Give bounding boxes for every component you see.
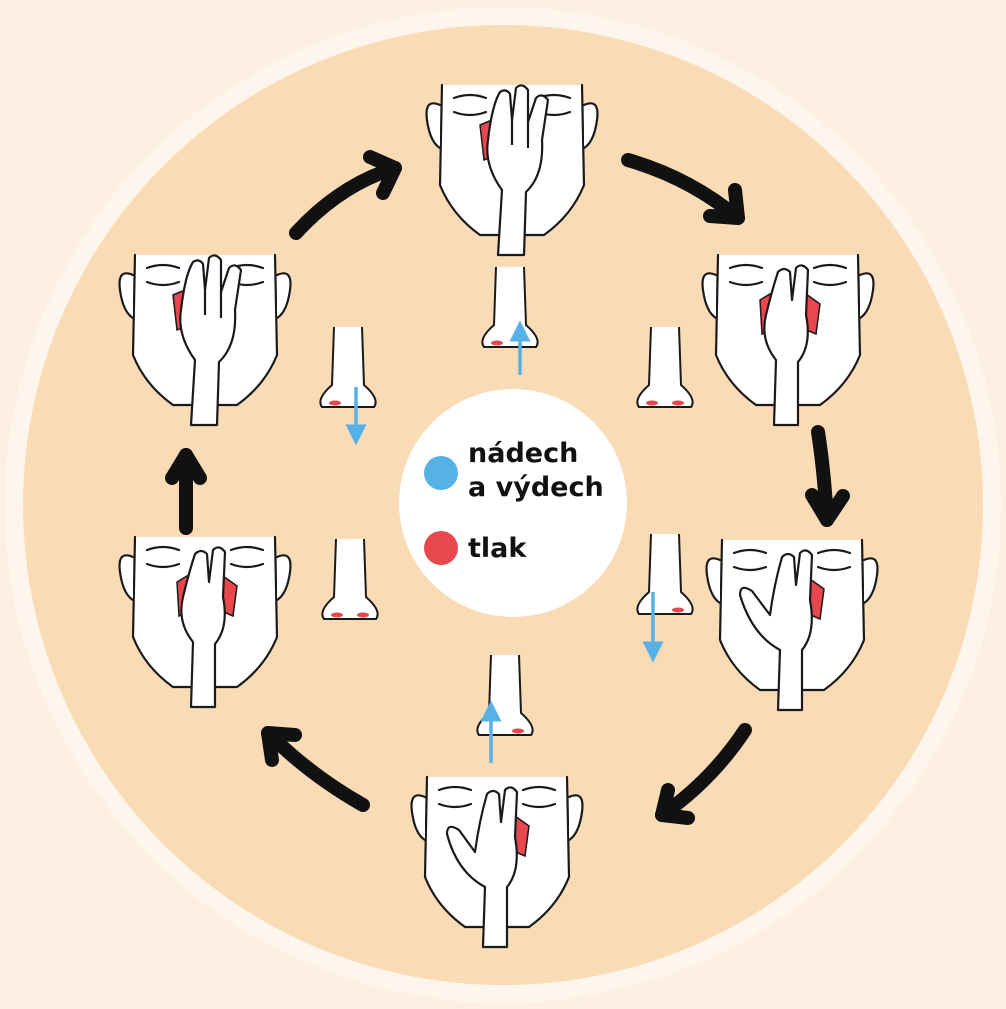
nostril-left-icon (329, 401, 341, 406)
center-legend-disc (399, 389, 627, 617)
pressure-legend-dot (424, 531, 458, 565)
breath-label-line1: nádech (468, 438, 578, 469)
breath-legend-dot (424, 456, 458, 490)
nostril-right-icon (672, 401, 684, 406)
nostril-left-icon (331, 613, 343, 618)
nostril-left-icon (646, 401, 658, 406)
breath-label-line2: a výdech (468, 472, 604, 503)
pressure-label: tlak (468, 533, 527, 564)
nostril-right-icon (672, 608, 684, 613)
nostril-left-icon (491, 341, 503, 346)
nostril-right-icon (357, 613, 369, 618)
nostril-right-icon (512, 729, 524, 734)
